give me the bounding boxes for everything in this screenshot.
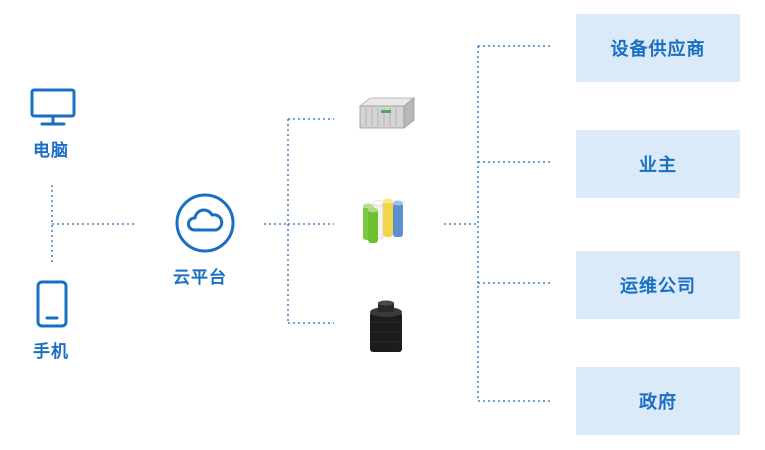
- stakeholder-label: 政府: [639, 392, 677, 413]
- phone-label: 手机: [33, 342, 69, 362]
- black-cylinder-device-image: [366, 300, 406, 358]
- computer-label: 电脑: [33, 141, 69, 161]
- cloud-platform-label: 云平台: [173, 268, 227, 288]
- stakeholder-label: 业主: [639, 155, 677, 176]
- cloud-icon: [174, 192, 236, 258]
- stakeholder-box-owner: 业主: [576, 130, 740, 198]
- stakeholder-label: 运维公司: [620, 276, 696, 297]
- battery-cells-image: [362, 198, 412, 248]
- stakeholder-box-equipment-supplier: 设备供应商: [576, 14, 740, 82]
- energy-storage-container-image: [356, 96, 416, 136]
- stakeholder-box-om-company: 运维公司: [576, 251, 740, 319]
- desktop-monitor-icon: [30, 88, 76, 132]
- stakeholder-box-government: 政府: [576, 367, 740, 435]
- stakeholder-label: 设备供应商: [610, 39, 706, 60]
- mobile-phone-icon: [36, 280, 68, 332]
